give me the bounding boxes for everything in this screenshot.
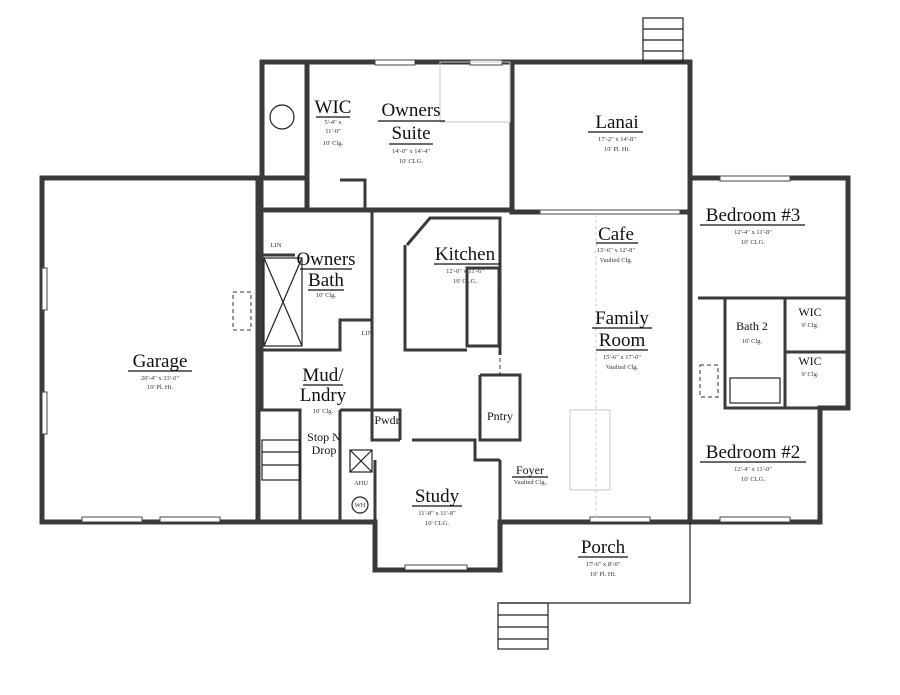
room-name: Lanai (595, 112, 638, 133)
room-ceiling: 10' Clg. (316, 292, 337, 299)
room-ceiling: 9' Clg. (801, 322, 818, 329)
room-ceiling: 10' Pl. Ht. (604, 146, 630, 153)
room-name: WIC (798, 305, 821, 319)
room-name: Suite (391, 123, 430, 144)
room-stop-n-drop: Stop N Drop (307, 430, 341, 457)
room-ceiling: 10' CLG. (453, 278, 477, 285)
room-owners-suite: Owners Suite 14'-0" x 14'-4" 10' CLG. (378, 100, 445, 165)
room-dims: 17'-2" x 14'-8" (598, 136, 636, 143)
room-name: Foyer (516, 463, 544, 477)
room-dims: 12'-4" x 11'-0" (734, 466, 772, 473)
room-name: Cafe (598, 224, 634, 245)
room-wic-a: WIC 9' Clg. (798, 305, 821, 329)
room-dims: 11'-8" x 11'-8" (418, 510, 456, 517)
room-ceiling: 10' Pl. Ht. (590, 571, 616, 578)
room-bedroom-3: Bedroom #3 12'-4" x 11'-8" 10' CLG. (700, 205, 805, 246)
room-name: Owners (296, 249, 355, 270)
room-ahu: AHU (354, 480, 368, 487)
room-name: Porch (581, 537, 626, 558)
room-lin: LIN (271, 242, 282, 249)
room-dims: 5'-4" x (324, 119, 342, 126)
room-lin: LIN (362, 330, 373, 337)
room-ceiling: 10' CLG. (425, 520, 449, 527)
room-mud-lndry: Mud/ Lndry 10' Clg. (300, 365, 347, 415)
room-name: Stop N (307, 430, 341, 444)
room-ceiling: 10' CLG. (741, 476, 765, 483)
room-wic-owner: WIC 5'-4" x 11'-0" 10' Clg. (315, 97, 352, 147)
room-name: Kitchen (435, 244, 496, 265)
room-name: Owners (381, 100, 440, 121)
room-garage: Garage 20'-4" x 33'-0" 10' Pl. Ht. (128, 351, 192, 391)
room-name: Study (415, 486, 460, 507)
room-name: WIC (315, 97, 352, 118)
room-name: Garage (133, 351, 188, 372)
room-ceiling: 10' Pl. Ht. (147, 384, 173, 391)
room-name: Bedroom #2 (706, 442, 800, 463)
room-ceiling: 9' Clg. (801, 371, 818, 378)
room-name: Room (599, 330, 646, 351)
room-dims: 11'-0" (325, 128, 341, 135)
room-name: Lndry (300, 385, 347, 406)
room-labels: Garage 20'-4" x 33'-0" 10' Pl. Ht. WIC 5… (128, 97, 822, 578)
room-foyer: Foyer Vaulted Clg. (512, 463, 548, 486)
room-bath-2: Bath 2 10' Clg. (736, 319, 768, 345)
room-name: WIC (798, 354, 821, 368)
room-dims: 12'-0" x 11'-6" (446, 268, 484, 275)
room-ceiling: Vaulted Clg. (600, 257, 633, 264)
room-ceiling: 10' Clg. (323, 140, 344, 147)
room-pwdr: Pwdr (374, 413, 399, 427)
room-ceiling: 10' CLG. (741, 239, 765, 246)
room-lanai: Lanai 17'-2" x 14'-8" 10' Pl. Ht. (588, 112, 643, 153)
room-dims: 12'-4" x 11'-8" (734, 229, 772, 236)
room-owners-bath: Owners Bath 10' Clg. (296, 249, 355, 299)
room-dims: 15'-6" x 17'-0" (603, 354, 641, 361)
room-wh: WH (355, 502, 366, 509)
room-bedroom-2: Bedroom #2 12'-4" x 11'-0" 10' CLG. (700, 442, 806, 483)
room-cafe: Cafe 15'-6" x 12'-8" Vaulted Clg. (596, 224, 638, 264)
walls (39, 17, 851, 650)
room-ceiling: Vaulted Clg. (606, 364, 639, 371)
room-dims: 20'-4" x 33'-0" (141, 375, 179, 382)
room-ceiling: 10' CLG. (399, 158, 423, 165)
room-name: Bedroom #3 (706, 205, 800, 226)
room-wic-b: WIC 9' Clg. (798, 354, 821, 378)
room-dims: 14'-0" x 14'-4" (392, 148, 430, 155)
room-dims: 17'-6" x 8'-0" (586, 561, 621, 568)
room-porch: Porch 17'-6" x 8'-0" 10' Pl. Ht. (578, 537, 628, 578)
room-name: Mud/ (302, 365, 344, 386)
room-ceiling: 10' Clg. (742, 338, 763, 345)
room-name: Family (595, 308, 649, 329)
room-name: Drop (312, 443, 337, 457)
room-study: Study 11'-8" x 11'-8" 10' CLG. (412, 486, 462, 527)
room-family-room: Family Room 15'-6" x 17'-0" Vaulted Clg. (592, 308, 652, 371)
room-ceiling: Vaulted Clg. (514, 479, 547, 486)
room-pntry: Pntry (487, 409, 513, 423)
room-kitchen: Kitchen 12'-0" x 11'-6" 10' CLG. (434, 244, 500, 285)
room-ceiling: 10' Clg. (313, 408, 334, 415)
room-name: Bath (308, 270, 344, 291)
room-dims: 15'-6" x 12'-8" (597, 247, 635, 254)
room-name: Bath 2 (736, 319, 768, 333)
